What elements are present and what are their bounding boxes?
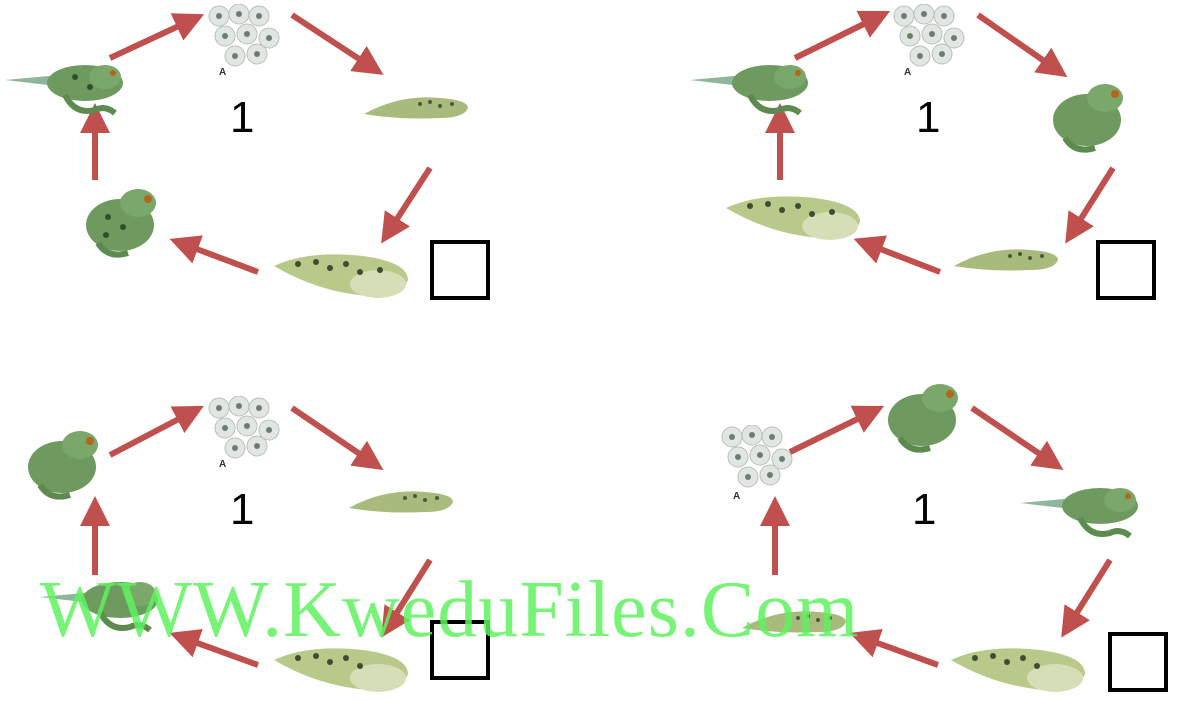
- frog-eggs-icon: [893, 4, 965, 67]
- tadpole-icon: [954, 249, 1058, 271]
- egg-label: A: [733, 491, 741, 502]
- tadpole-icon: [274, 648, 408, 692]
- answer-box[interactable]: [1108, 632, 1168, 692]
- frog-icon: [40, 582, 158, 633]
- frog-eggs-icon: [721, 425, 793, 488]
- froglet-icon: [28, 431, 98, 500]
- tadpole-icon: [726, 196, 860, 240]
- frog-icon: [1020, 488, 1138, 539]
- frog-icon: [690, 65, 808, 116]
- froglet-icon: [888, 384, 958, 453]
- froglet-icon: [86, 189, 156, 258]
- egg-label: A: [219, 459, 227, 470]
- answer-box[interactable]: [1096, 240, 1156, 300]
- egg-label: A: [904, 67, 912, 78]
- frog-eggs-icon: [208, 396, 280, 459]
- egg-label: A: [219, 67, 227, 78]
- tadpole-icon: [364, 97, 468, 119]
- tadpole-icon: [951, 648, 1085, 692]
- cycle-number: 1: [912, 485, 937, 534]
- cycle-number: 1: [230, 485, 255, 534]
- frog-eggs-icon: [208, 4, 280, 67]
- answer-box[interactable]: [430, 620, 490, 680]
- watermark: WWW.KweduFiles.Com: [40, 566, 860, 654]
- answer-box[interactable]: [430, 240, 490, 300]
- cycle-number: 1: [230, 93, 255, 142]
- frog-icon: [5, 65, 123, 116]
- froglet-icon: [1053, 84, 1123, 153]
- tadpole-icon: [349, 491, 453, 513]
- tadpole-icon: [274, 254, 408, 298]
- tadpole-icon: [742, 611, 846, 633]
- cycle-number: 1: [916, 93, 941, 142]
